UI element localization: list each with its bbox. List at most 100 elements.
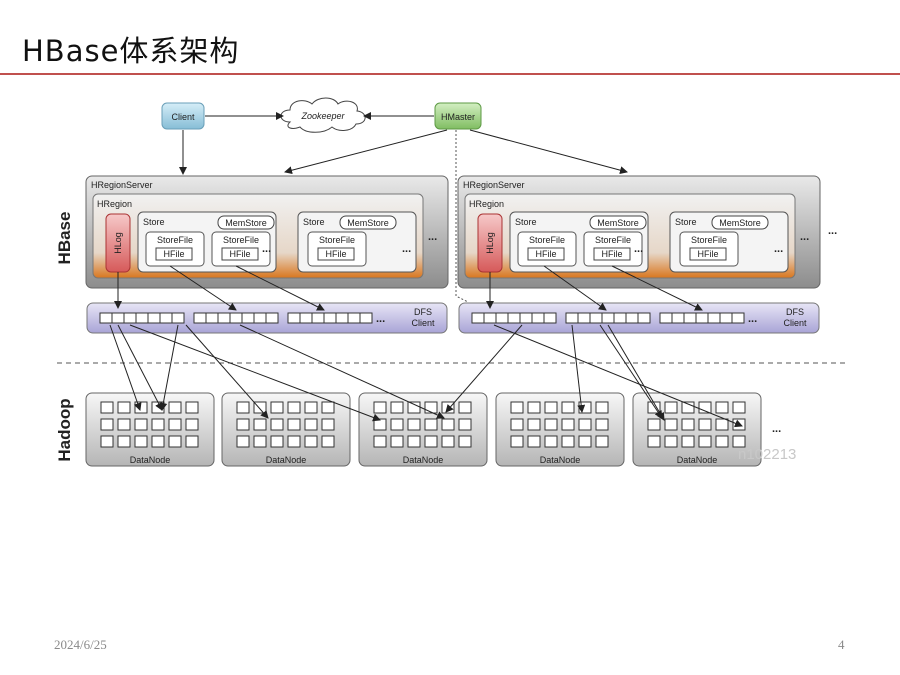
datanode-block — [321, 401, 335, 414]
datanode-block — [595, 418, 609, 431]
datanode-block — [561, 418, 575, 431]
hfile-label: HFile — [697, 249, 718, 259]
datanode-block — [441, 435, 455, 448]
datanode-block — [134, 401, 148, 414]
region-label: HRegion — [97, 199, 132, 209]
dfs-block — [123, 312, 137, 324]
datanode-block — [407, 401, 421, 414]
data-flow-arrow — [445, 324, 523, 413]
datanode: DataNode — [221, 392, 351, 467]
storefile-label: StoreFile — [529, 235, 565, 245]
dfs-block — [589, 312, 603, 324]
datanode-block — [510, 435, 524, 448]
dfs-block — [565, 312, 579, 324]
footer-page-number: 4 — [838, 637, 845, 652]
datanode-block — [732, 401, 746, 414]
region-ellipsis: ... — [800, 231, 809, 243]
datanode-block — [698, 435, 712, 448]
dfs-label-line2: Client — [783, 318, 807, 328]
dfs-block — [483, 312, 497, 324]
datanode-block — [561, 401, 575, 414]
datanode-block — [664, 401, 678, 414]
datanode-label: DataNode — [130, 455, 171, 465]
hfile-label: HFile — [163, 249, 184, 259]
hfile-box — [593, 247, 631, 261]
datanode-label: DataNode — [540, 455, 581, 465]
dfs-block — [625, 312, 639, 324]
hadoop-label: Hadoop — [55, 398, 74, 461]
title-underline — [0, 73, 900, 75]
datanode-block — [681, 401, 695, 414]
store-label: Store — [675, 217, 697, 227]
dfs-block — [159, 312, 173, 324]
datanode-block — [647, 401, 661, 414]
memstore-box — [589, 215, 647, 230]
dfs-block — [171, 312, 185, 324]
storefile-label: StoreFile — [223, 235, 259, 245]
watermark-text: n102213 — [738, 446, 796, 463]
storefile-label: StoreFile — [595, 235, 631, 245]
zookeeper-cloud — [280, 97, 366, 133]
dfs-block — [253, 312, 267, 324]
data-flow-arrow — [185, 324, 269, 419]
datanode-block — [270, 435, 284, 448]
datanode-block — [253, 435, 267, 448]
server-ellipsis: ... — [828, 225, 837, 237]
arrow-hmaster-server-left — [284, 129, 448, 175]
datanode-block — [458, 401, 472, 414]
region-ellipsis: ... — [428, 231, 437, 243]
memstore-label: MemStore — [347, 218, 389, 228]
hlog-label: HLog — [485, 232, 495, 254]
hfile-label: HFile — [535, 249, 556, 259]
datanode-block — [424, 435, 438, 448]
datanode-block — [407, 435, 421, 448]
dfs-block — [531, 312, 545, 324]
datanode-block — [185, 435, 199, 448]
hfile-box — [689, 247, 727, 261]
datanode-block — [321, 435, 335, 448]
dfs-block — [135, 312, 149, 324]
datanode-block — [270, 418, 284, 431]
data-flow-arrow — [571, 324, 586, 413]
datanode-block — [578, 418, 592, 431]
dfs-block — [265, 312, 279, 324]
dfs-block — [205, 312, 219, 324]
datanode-block — [134, 418, 148, 431]
datanode: DataNode — [358, 392, 488, 467]
data-flow-arrow — [129, 324, 381, 422]
datanode-label: DataNode — [403, 455, 444, 465]
datanode-block — [441, 401, 455, 414]
datanode-block — [407, 418, 421, 431]
data-flow-arrow — [607, 324, 665, 421]
dfs-block — [299, 312, 313, 324]
datanode-block — [321, 418, 335, 431]
hfile-box — [155, 247, 193, 261]
datanode-block — [647, 435, 661, 448]
hfile-box — [527, 247, 565, 261]
hfile-label: HFile — [325, 249, 346, 259]
dfs-block — [601, 312, 615, 324]
data-flow-arrow — [109, 324, 142, 411]
datanode-block — [527, 435, 541, 448]
dfs-block — [193, 312, 207, 324]
datanode-block — [595, 401, 609, 414]
memstore-label: MemStore — [597, 218, 639, 228]
datanode-block — [698, 401, 712, 414]
hbase-label: HBase — [55, 212, 74, 265]
dfs-label-line2: Client — [411, 318, 435, 328]
data-flow-arrow — [599, 324, 663, 419]
region-label: HRegion — [469, 199, 504, 209]
datanode-block — [544, 435, 558, 448]
datanode-block — [578, 435, 592, 448]
datanode-block — [715, 435, 729, 448]
datanode-block — [458, 418, 472, 431]
memstore-box — [339, 215, 397, 230]
datanode-block — [373, 435, 387, 448]
datanode-block — [236, 435, 250, 448]
dfs-block — [471, 312, 485, 324]
data-flow-arrow — [169, 265, 237, 311]
datanode-block — [424, 418, 438, 431]
datanode-block — [287, 418, 301, 431]
datanode-block — [168, 435, 182, 448]
